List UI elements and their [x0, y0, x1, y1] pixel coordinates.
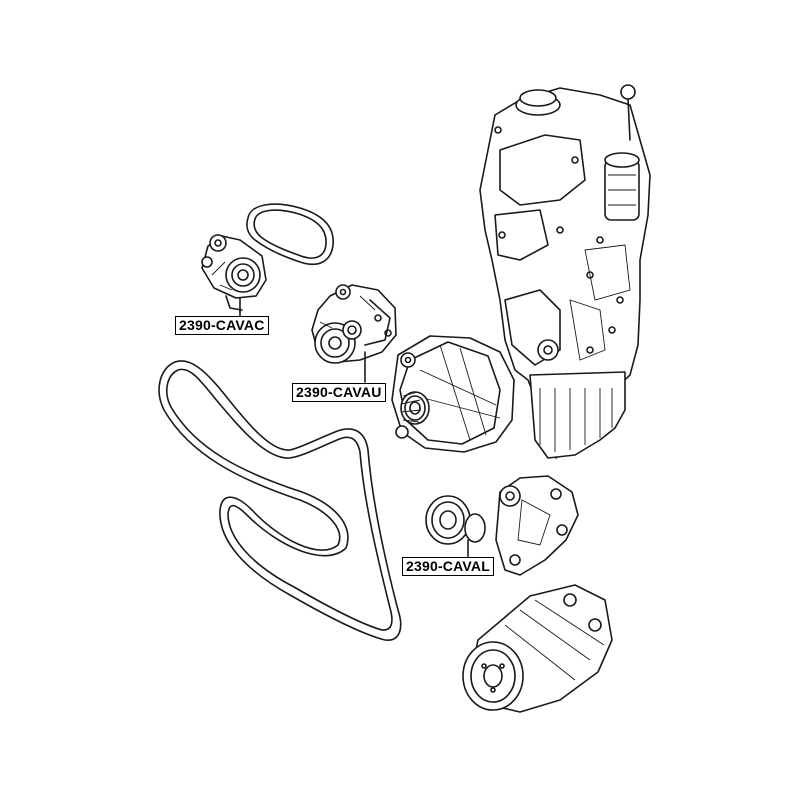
serpentine-belt — [158, 360, 402, 641]
ac-compressor — [462, 584, 613, 713]
tensioner-assembly-cavac — [201, 234, 267, 313]
tensioner-assembly-cavau — [311, 284, 397, 383]
alternator — [391, 335, 515, 453]
callout-label-cavac: 2390-CAVAC — [175, 316, 269, 335]
small-ribbed-belt — [246, 203, 334, 266]
accessory-bracket — [495, 475, 579, 576]
idler-pulley-caval — [425, 495, 486, 567]
callout-label-caval: 2390-CAVAL — [402, 557, 494, 576]
engine-block — [479, 84, 651, 459]
callout-label-cavau: 2390-CAVAU — [292, 383, 386, 402]
